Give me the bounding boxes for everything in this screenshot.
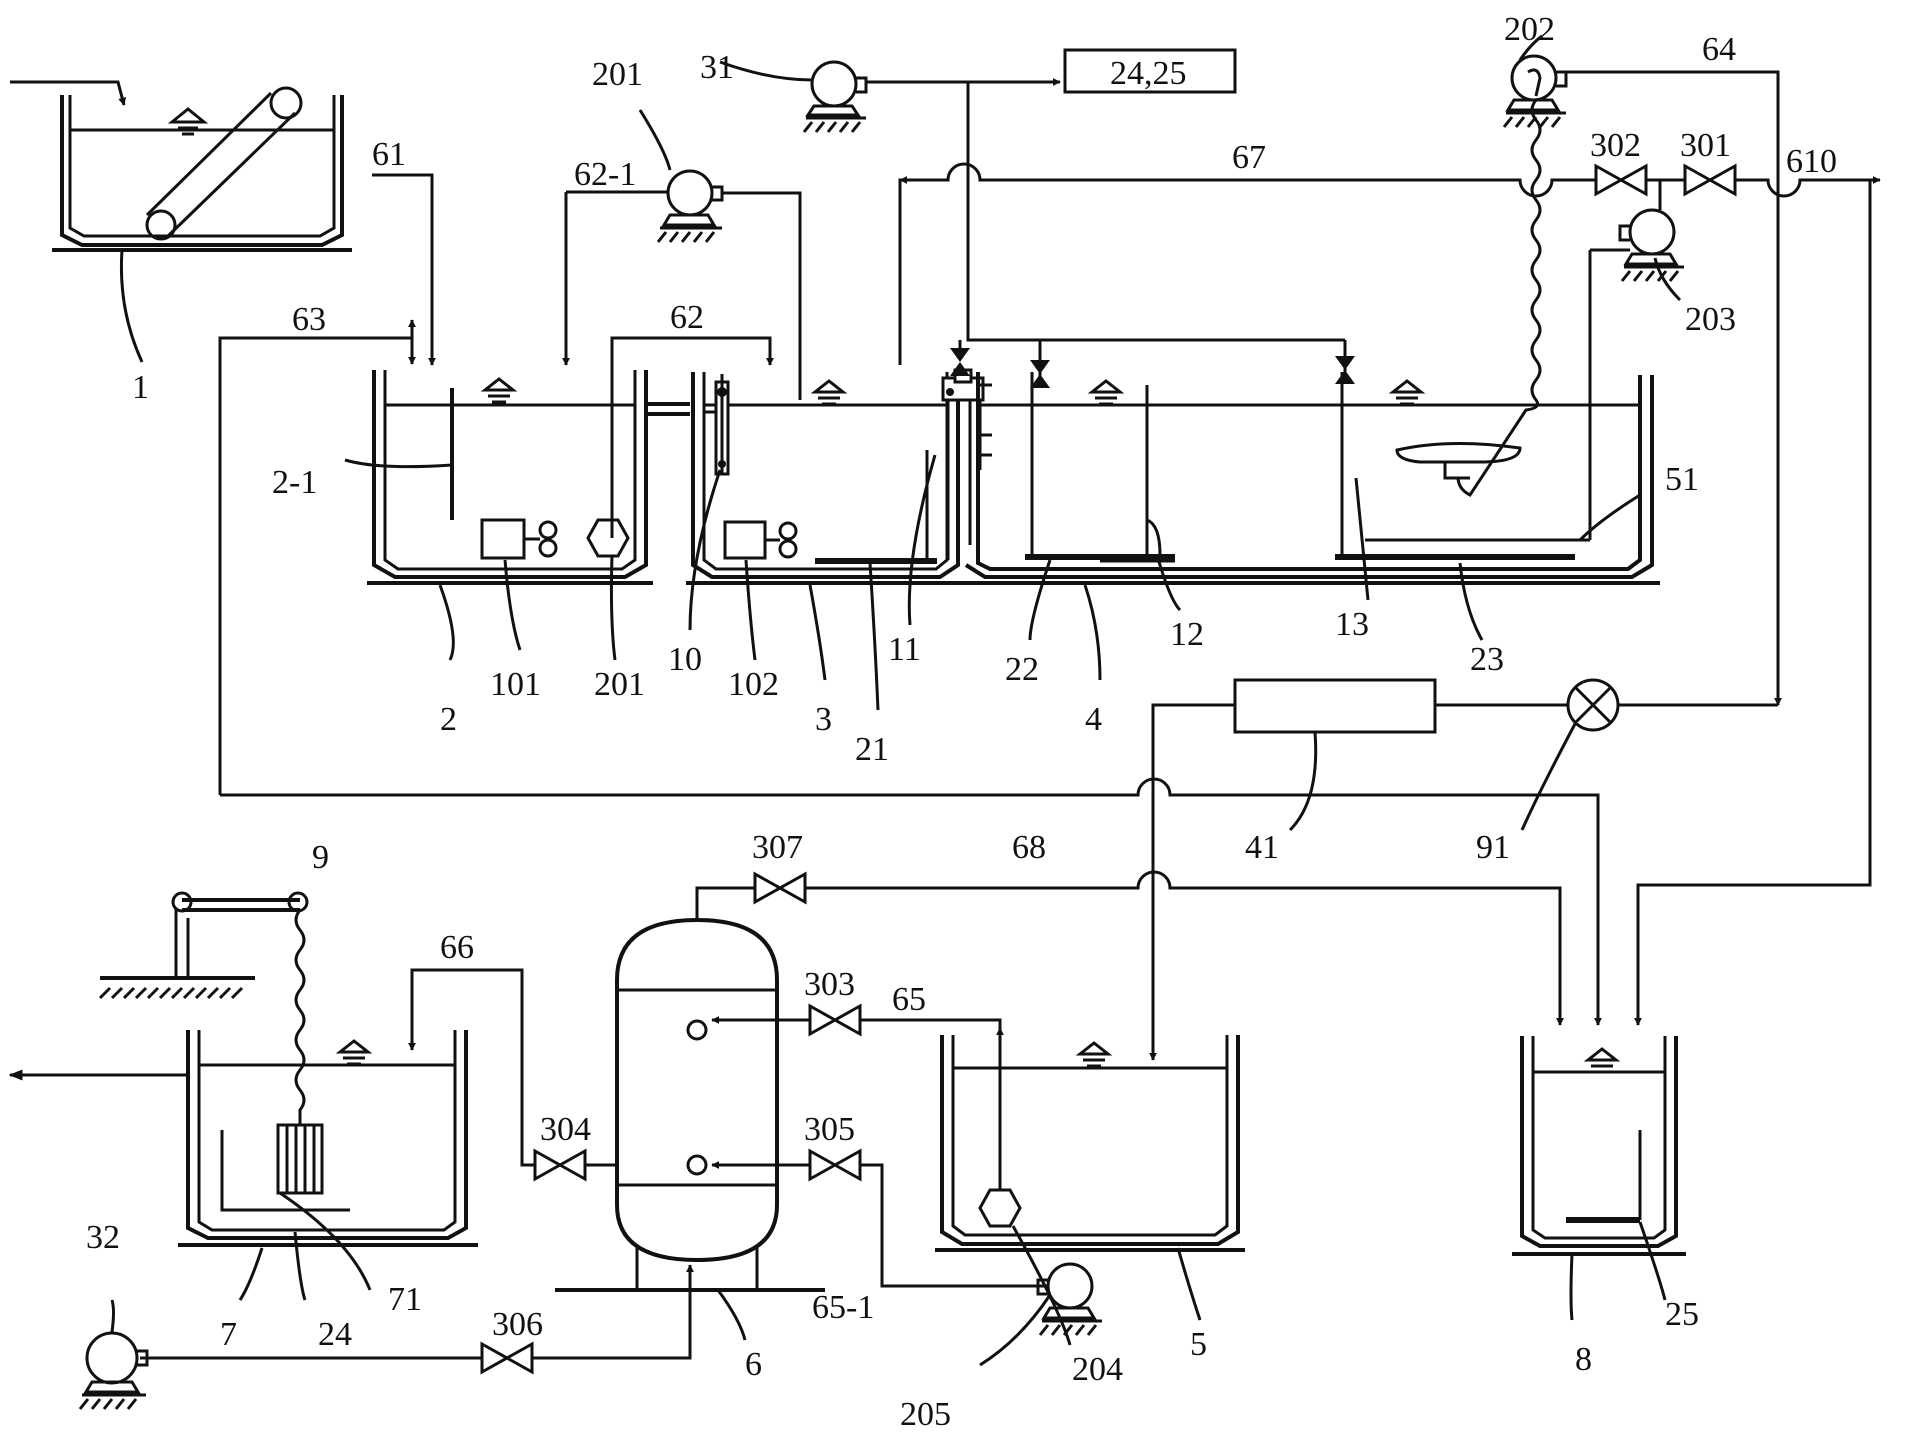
air-valve-b — [1030, 360, 1050, 388]
blower-31 — [802, 60, 868, 133]
label-3: 3 — [815, 701, 832, 738]
box-24-25 — [1063, 48, 1237, 94]
label-101: 101 — [490, 666, 541, 703]
label-2-1: 2-1 — [272, 464, 317, 501]
valve-302 — [1594, 163, 1648, 197]
labels: 1 61 63 62-1 201 62 31 24,25 202 64 67 3… — [86, 11, 1837, 1433]
label-610: 610 — [1786, 143, 1837, 180]
label-71: 71 — [388, 1281, 422, 1318]
label-91: 91 — [1476, 829, 1510, 866]
pump-32 — [78, 1331, 149, 1410]
label-202: 202 — [1504, 11, 1555, 48]
valve-301 — [1683, 163, 1737, 197]
tank-7 — [178, 1030, 478, 1247]
label-65: 65 — [892, 981, 926, 1018]
label-66: 66 — [440, 929, 474, 966]
tank-8 — [1512, 1036, 1686, 1256]
label-203: 203 — [1685, 301, 1736, 338]
valve-305 — [808, 1148, 862, 1182]
label-12: 12 — [1170, 616, 1204, 653]
label-301: 301 — [1680, 127, 1731, 164]
tank-4 — [964, 250, 1660, 585]
label-63: 63 — [292, 301, 326, 338]
hose-202-13 — [1456, 99, 1542, 497]
label-307: 307 — [752, 829, 803, 866]
label-41: 41 — [1245, 829, 1279, 866]
label-62: 62 — [670, 299, 704, 336]
label-68: 68 — [1012, 829, 1046, 866]
label-201: 201 — [594, 666, 645, 703]
label-5: 5 — [1190, 1326, 1207, 1363]
label-62-1: 62-1 — [574, 156, 636, 193]
pump-205 — [1036, 1262, 1102, 1336]
label-box-24-25: 24,25 — [1110, 55, 1187, 92]
label-24: 24 — [318, 1316, 352, 1353]
label-303: 303 — [804, 966, 855, 1003]
tank-5 — [935, 1035, 1245, 1252]
label-306: 306 — [492, 1306, 543, 1343]
pump-204 — [978, 1188, 1022, 1228]
label-32: 32 — [86, 1219, 120, 1256]
label-7: 7 — [220, 1316, 237, 1353]
label-31: 31 — [700, 49, 734, 86]
label-201-top: 201 — [592, 56, 643, 93]
label-6: 6 — [745, 1346, 762, 1383]
air-valve-c — [1335, 356, 1355, 384]
label-2: 2 — [440, 701, 457, 738]
vessel-6 — [555, 917, 825, 1292]
leader-lines — [110, 34, 1682, 1367]
submersible-pump-201 — [586, 518, 630, 558]
label-13: 13 — [1335, 606, 1369, 643]
agitator-102 — [723, 520, 798, 560]
label-9: 9 — [312, 839, 329, 876]
separator-11 — [941, 368, 992, 560]
label-21: 21 — [855, 731, 889, 768]
tank-3 — [686, 368, 992, 585]
label-10: 10 — [668, 641, 702, 678]
float-skimmer-13 — [1395, 441, 1522, 480]
hoist-9 — [98, 891, 309, 1000]
membrane-module-71 — [276, 1123, 324, 1195]
label-304: 304 — [540, 1111, 591, 1148]
label-64: 64 — [1702, 31, 1736, 68]
valve-306 — [480, 1341, 534, 1375]
label-67: 67 — [1232, 139, 1266, 176]
label-23: 23 — [1470, 641, 1504, 678]
label-65-1: 65-1 — [812, 1289, 874, 1326]
label-204: 204 — [1072, 1351, 1123, 1388]
label-25: 25 — [1665, 1296, 1699, 1333]
label-302: 302 — [1590, 127, 1641, 164]
valve-303 — [808, 1003, 862, 1037]
valve-304 — [533, 1148, 587, 1182]
filter-41 — [1233, 678, 1437, 734]
label-102: 102 — [728, 666, 779, 703]
label-61: 61 — [372, 136, 406, 173]
air-valve-a — [950, 348, 970, 376]
label-11: 11 — [888, 631, 921, 668]
agitator-101 — [480, 518, 558, 560]
pump-201-top — [656, 169, 724, 243]
label-4: 4 — [1085, 701, 1102, 738]
label-8: 8 — [1575, 1341, 1592, 1378]
label-22: 22 — [1005, 651, 1039, 688]
label-1: 1 — [132, 369, 149, 406]
tank-2 — [367, 370, 653, 585]
hoist-chain — [294, 909, 306, 1125]
label-51: 51 — [1665, 461, 1699, 498]
pump-202 — [1502, 54, 1568, 128]
label-305: 305 — [804, 1111, 855, 1148]
screen-tank-1 — [10, 80, 352, 363]
label-205: 205 — [900, 1396, 951, 1433]
valve-307 — [753, 871, 807, 905]
level-gauge-10 — [704, 374, 730, 476]
pump-203 — [1618, 208, 1684, 282]
belt-conveyor-icon — [145, 86, 303, 241]
